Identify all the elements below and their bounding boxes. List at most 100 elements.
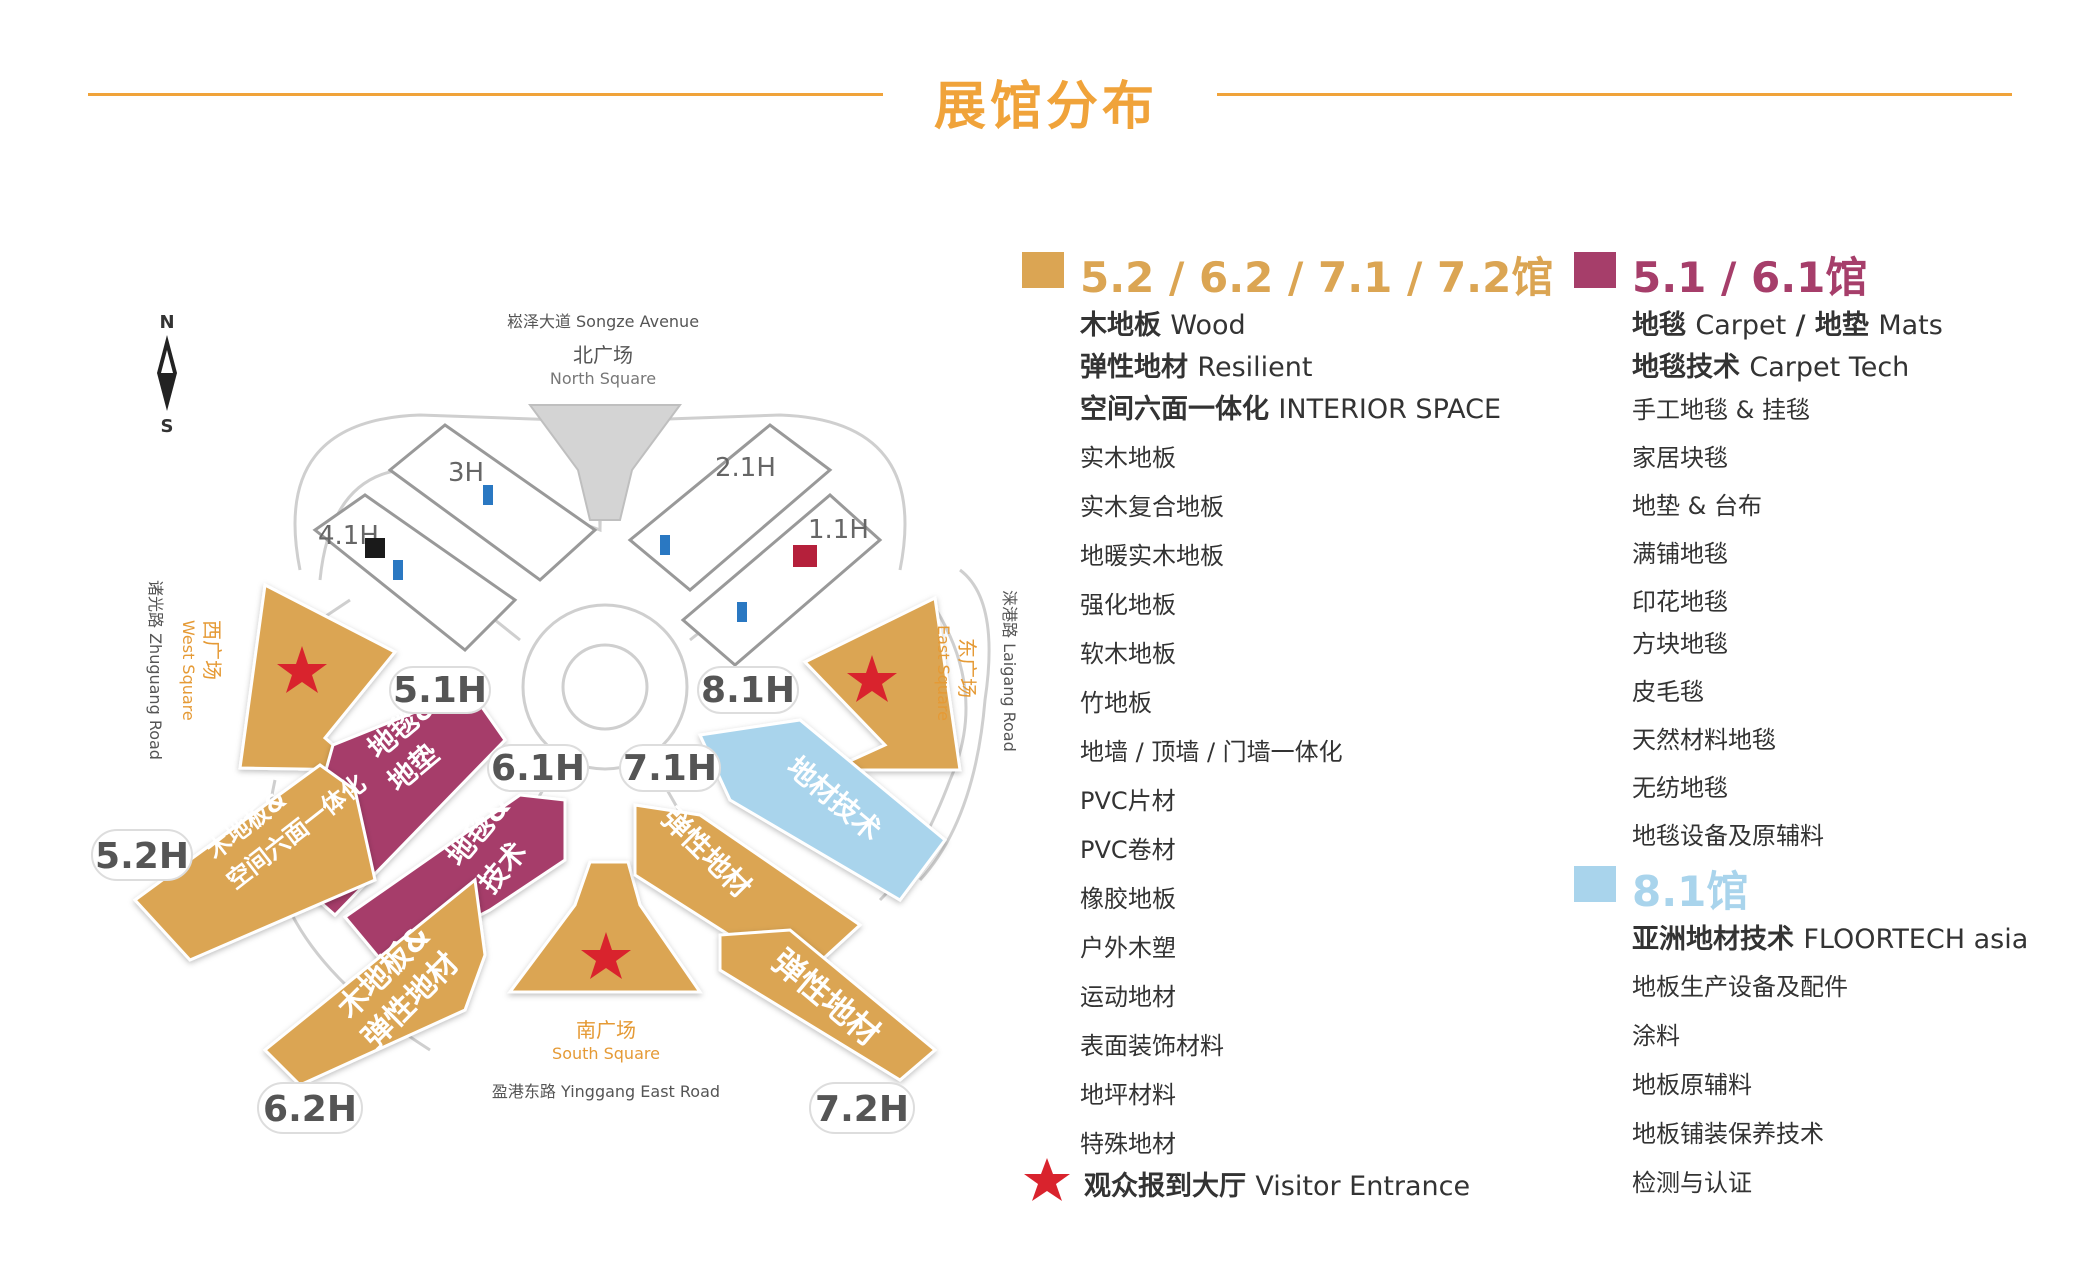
- hall-5-2h: [132, 763, 377, 962]
- legend-bold-item: 地毯技术 Carpet Tech: [1632, 352, 1910, 383]
- legend-bold-item: 亚洲地材技术 FLOORTECH asia: [1632, 924, 2029, 955]
- square-south-cn: 南广场: [576, 1018, 636, 1042]
- square-east-cn: 东广场: [955, 638, 979, 698]
- legend-item: 强化地板: [1080, 591, 1176, 619]
- hall-number-6-1h: 6.1H: [491, 748, 585, 789]
- road-west: 诸光路 Zhuguang Road: [146, 580, 165, 760]
- legend-bold-item: 木地板 Wood: [1080, 310, 1246, 341]
- legend-item: 涂料: [1632, 1022, 1680, 1050]
- hall-6-2h: [262, 877, 487, 1087]
- square-east-en: East Square: [934, 625, 953, 721]
- hall-number-7-1h: 7.1H: [623, 748, 717, 789]
- road-north: 崧泽大道 Songze Avenue: [507, 312, 699, 331]
- hall-label-2-1h: 2.1H: [715, 453, 776, 483]
- hall-number-5-2h: 5.2H: [95, 836, 189, 877]
- exhibitor-logo-icon: [660, 535, 670, 555]
- legend-item: 运动地材: [1080, 983, 1176, 1011]
- legend-item: PVC片材: [1080, 787, 1176, 815]
- legend-item: 方块地毯: [1632, 630, 1728, 658]
- square-west-cn: 西广场: [200, 620, 224, 680]
- legend-item: 检测与认证: [1632, 1169, 1752, 1197]
- legend-item: 实木地板: [1080, 444, 1176, 472]
- legend-item: 表面装饰材料: [1080, 1032, 1224, 1060]
- hall-label-1-1h: 1.1H: [808, 515, 869, 545]
- legend-item: 实木复合地板: [1080, 493, 1224, 521]
- hall-8-1h: [697, 718, 948, 902]
- legend-item: 地垫 & 台布: [1632, 492, 1762, 520]
- exhibitor-logo-icon: [483, 485, 493, 505]
- legend-title-wood: 5.2 / 6.2 / 7.1 / 7.2馆: [1080, 253, 1554, 302]
- road-south: 盈港东路 Yinggang East Road: [492, 1082, 720, 1101]
- compass-south: S: [161, 416, 174, 437]
- header-rule-left: [88, 93, 883, 96]
- compass-north: N: [159, 312, 174, 333]
- hall-pill-6-2h: [257, 1082, 363, 1134]
- hall-number-6-2h: 6.2H: [263, 1089, 357, 1130]
- square-west-en: West Square: [179, 620, 198, 721]
- exhibitor-logo-icon: [365, 538, 385, 558]
- legend-entrance-star-icon: [1024, 1158, 1070, 1201]
- hall-pill-5-2h: [91, 829, 193, 881]
- hall-number-7-2h: 7.2H: [815, 1089, 909, 1130]
- legend-item: 竹地板: [1080, 689, 1152, 717]
- hall-7-2h: [718, 928, 938, 1082]
- legend-item: 户外木塑: [1080, 934, 1176, 962]
- legend-entrance: 观众报到大厅 Visitor Entrance: [1084, 1171, 1471, 1202]
- hall-pill-7-1h: [619, 744, 721, 792]
- exhibitor-logo-icon: [393, 560, 403, 580]
- east-plaza: [802, 595, 962, 772]
- legend-item: 地板原辅料: [1632, 1071, 1752, 1099]
- square-north-cn: 北广场: [573, 343, 633, 367]
- legend-item: 地板铺装保养技术: [1632, 1120, 1824, 1148]
- exhibitor-logo-icon: [793, 545, 817, 567]
- legend-swatch-wood: [1022, 252, 1064, 288]
- hall-number-8-1h: 8.1H: [701, 670, 795, 711]
- legend-title-floortech: 8.1馆: [1632, 867, 1749, 916]
- hall-number-5-1h: 5.1H: [393, 670, 487, 711]
- legend-item: 地坪材料: [1080, 1081, 1176, 1109]
- legend-item: 手工地毯 & 挂毯: [1632, 396, 1810, 424]
- legend-item: 橡胶地板: [1080, 885, 1176, 913]
- entrance-star-icon: [847, 655, 897, 702]
- legend-item: 皮毛毯: [1632, 678, 1704, 706]
- square-south-en: South Square: [552, 1044, 660, 1063]
- road-east: 涞港路 Laigang Road: [1000, 590, 1019, 752]
- legend-bold-item: 地毯 Carpet / 地垫 Mats: [1632, 310, 1943, 341]
- legend-item: 地墙 / 顶墙 / 门墙一体化: [1080, 738, 1343, 766]
- square-north-en: North Square: [550, 369, 656, 388]
- north-plaza: [528, 404, 682, 521]
- hall-7-1h: [633, 803, 863, 982]
- legend-item: 印花地毯: [1632, 588, 1728, 616]
- legend-item: 天然材料地毯: [1632, 726, 1776, 754]
- hall-pill-5-1h: [389, 666, 491, 714]
- hall-1-1h: [680, 493, 883, 667]
- hall-2-1h: [627, 423, 833, 592]
- legend-item: 地毯设备及原辅料: [1632, 822, 1824, 850]
- legend-item: 满铺地毯: [1632, 540, 1728, 568]
- hall-label-3h: 3H: [448, 458, 484, 488]
- legend-bold-item: 弹性地材 Resilient: [1080, 352, 1313, 383]
- hall-pill-7-2h: [809, 1082, 915, 1134]
- hall-pill-6-1h: [487, 744, 589, 792]
- legend-item: 地板生产设备及配件: [1632, 973, 1848, 1001]
- entrance-star-icon: [581, 932, 631, 979]
- exhibitor-logo-icon: [737, 602, 747, 622]
- legend-swatch-floortech: [1574, 866, 1616, 902]
- legend-item: PVC卷材: [1080, 836, 1176, 864]
- legend-swatch-carpet: [1574, 252, 1616, 288]
- page-title: 展馆分布: [933, 77, 1158, 137]
- compass-icon: N S: [157, 312, 177, 437]
- legend-item: 软木地板: [1080, 640, 1176, 668]
- legend-item: 家居块毯: [1632, 444, 1728, 472]
- legend-item: 无纺地毯: [1632, 774, 1728, 802]
- entrance-star-icon: [277, 646, 327, 693]
- hall-4-1h: [312, 493, 518, 653]
- legend-title-carpet: 5.1 / 6.1馆: [1632, 253, 1868, 302]
- hall-pill-8-1h: [697, 666, 799, 714]
- header-rule-right: [1217, 93, 2012, 96]
- south-plaza: [507, 860, 703, 994]
- legend-item: 特殊地材: [1080, 1130, 1176, 1158]
- legend-bold-item: 空间六面一体化 INTERIOR SPACE: [1080, 394, 1502, 425]
- legend-item: 地暖实木地板: [1080, 542, 1224, 570]
